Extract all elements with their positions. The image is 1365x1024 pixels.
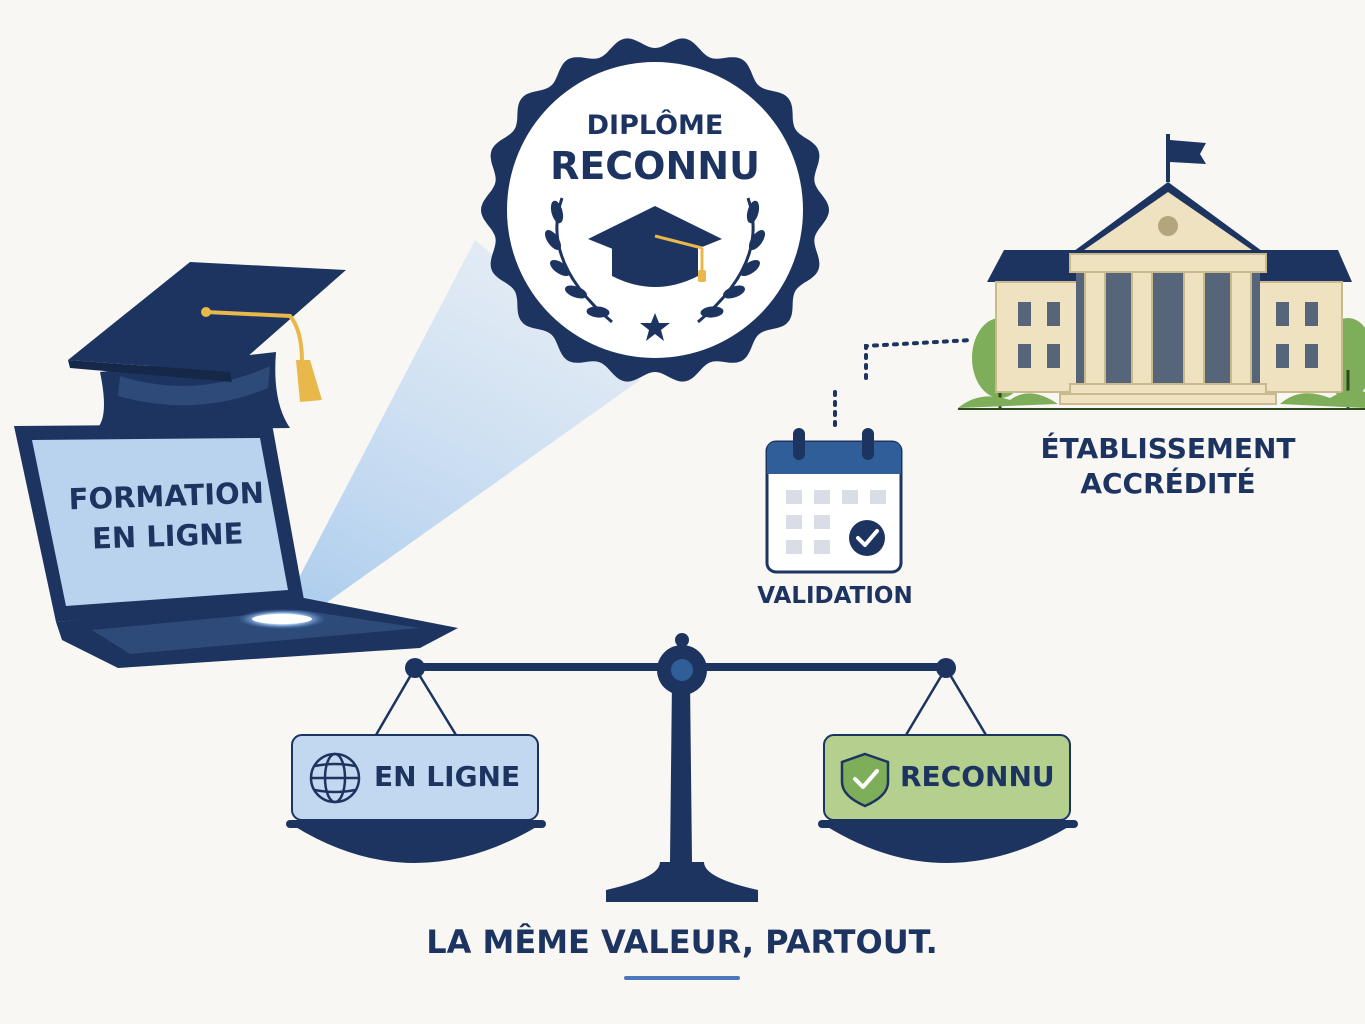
laptop-screen	[32, 438, 288, 606]
calendar-check-icon	[765, 428, 903, 574]
scale-base	[606, 862, 758, 902]
star-icon	[640, 313, 670, 341]
laptop	[14, 262, 458, 668]
portico-shadow	[1076, 272, 1260, 384]
laptop-screen-line1: FORMATION	[68, 475, 265, 517]
tagline-underline	[624, 976, 740, 980]
projector-light	[252, 614, 312, 624]
dotted-connector	[833, 338, 974, 434]
globe-icon	[309, 752, 361, 804]
validation-label: VALIDATION	[757, 583, 913, 609]
graduation-cap-icon	[68, 262, 346, 430]
scale-post	[670, 680, 692, 862]
accredited-building	[958, 134, 1365, 410]
graduation-cap-icon	[588, 206, 722, 287]
badge-title-line2: RECONNU	[550, 144, 760, 188]
left-pan	[294, 826, 538, 863]
institution-label-line2: ACCRÉDITÉ	[1080, 467, 1256, 500]
right-sign-label: RECONNU	[900, 760, 1055, 793]
laptop-screen-line2: EN LIGNE	[91, 516, 244, 556]
laptop-screen-text: FORMATION EN LIGNE	[51, 472, 284, 560]
laurel-icon	[544, 197, 766, 324]
right-pan	[826, 826, 1070, 863]
recognized-diploma-badge	[481, 38, 829, 382]
balance-scale	[286, 633, 1078, 902]
institution-label-line1: ÉTABLISSEMENT	[1040, 432, 1296, 465]
columns	[1084, 271, 1252, 385]
projection-beam	[278, 240, 640, 618]
left-sign	[291, 734, 539, 821]
laptop-keyboard	[92, 610, 420, 654]
shield-check-icon	[840, 752, 890, 808]
windows	[1018, 302, 1318, 368]
right-sign	[823, 734, 1071, 821]
tagline: LA MÊME VALEUR, PARTOUT.	[426, 923, 938, 961]
flag-icon	[1170, 140, 1206, 164]
left-sign-label: EN LIGNE	[374, 760, 521, 793]
badge-title-line1: DIPLÔME	[586, 110, 724, 141]
